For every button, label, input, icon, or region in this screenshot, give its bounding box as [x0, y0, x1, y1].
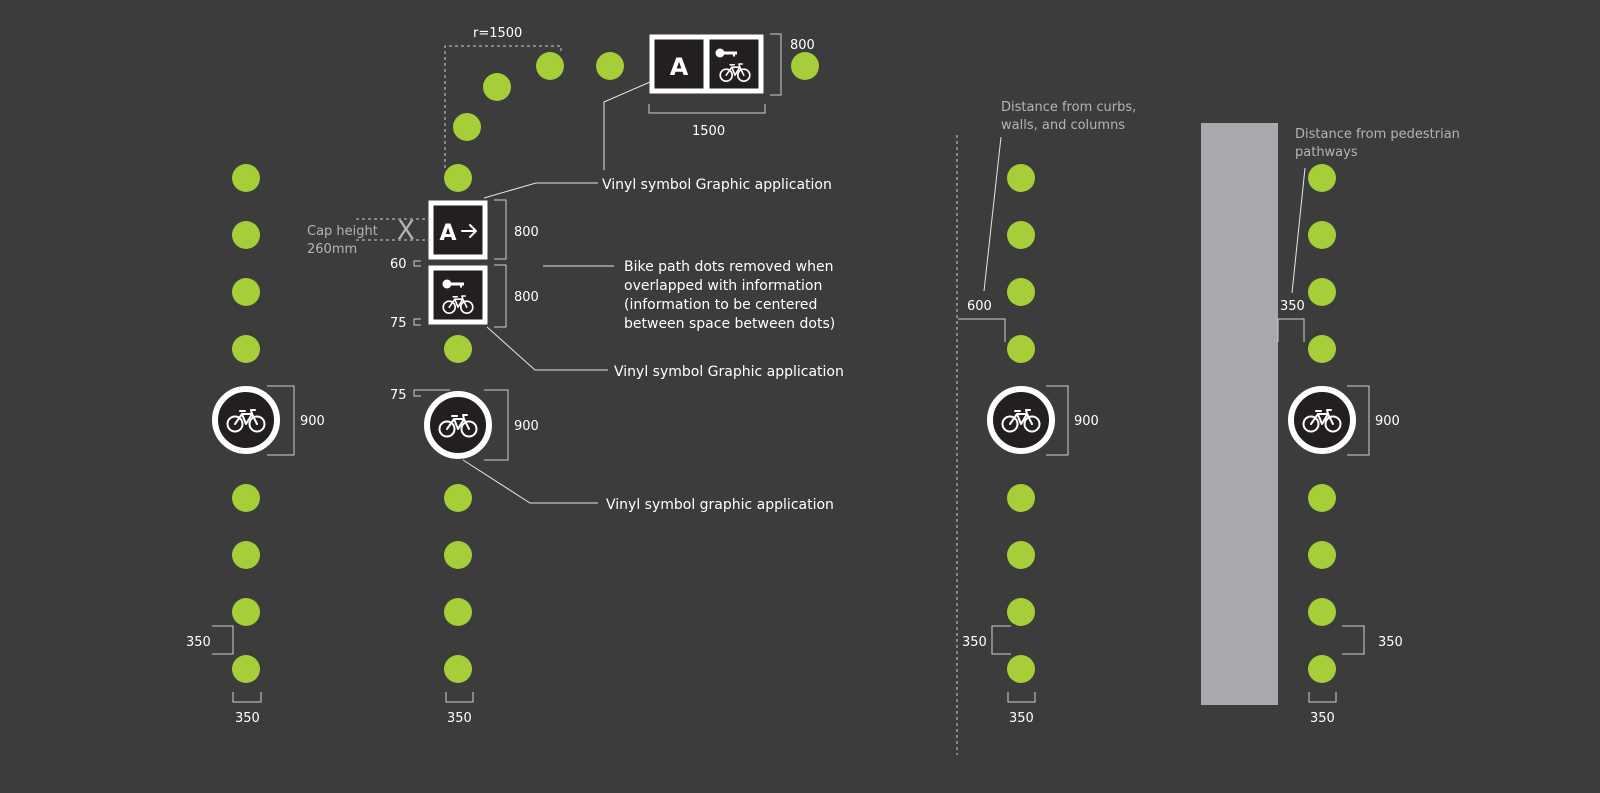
- dim-350: 350: [962, 635, 987, 650]
- path-dot: [1308, 598, 1336, 626]
- callout-bike-removed-3: (information to be centered: [624, 297, 817, 313]
- path-dot: [232, 655, 260, 683]
- dim-350: 350: [1009, 711, 1034, 726]
- dim-350: 350: [447, 711, 472, 726]
- pedestrian-pathway: [1201, 123, 1278, 705]
- sign-letter: A: [670, 53, 689, 81]
- dim-900: 900: [1074, 414, 1099, 429]
- path-dot: [444, 484, 472, 512]
- bike-symbol-1: [212, 386, 280, 454]
- dim-900: 900: [514, 419, 539, 434]
- sign-letter: A: [439, 221, 456, 246]
- path-dot: [232, 278, 260, 306]
- callout-vinyl-top: Vinyl symbol Graphic application: [602, 177, 832, 193]
- path-dot: [1308, 335, 1336, 363]
- callout-bike-removed-4: between space between dots): [624, 316, 835, 332]
- dim-350: 350: [1280, 299, 1305, 314]
- cap-height-x: X: [397, 216, 415, 246]
- path-dot: [232, 221, 260, 249]
- callout-bike-removed-1: Bike path dots removed when: [624, 259, 833, 275]
- bike-symbol-3: [987, 386, 1055, 454]
- path-dot: [1308, 164, 1336, 192]
- path-dot: [1007, 221, 1035, 249]
- path-dot: [444, 335, 472, 363]
- top-sign-pair: A: [649, 34, 764, 94]
- cap-height-label: Cap height: [307, 224, 378, 239]
- path-dot: [1308, 278, 1336, 306]
- path-dot: [1007, 541, 1035, 569]
- path-dot: [444, 541, 472, 569]
- bike-symbol-2: [424, 391, 492, 459]
- dim-350: 350: [1310, 711, 1335, 726]
- path-dot: [444, 598, 472, 626]
- callout-vinyl-bottom: Vinyl symbol graphic application: [606, 497, 834, 513]
- path-dot: [232, 484, 260, 512]
- dim-900: 900: [300, 414, 325, 429]
- dim-600: 600: [967, 299, 992, 314]
- dim-800: 800: [514, 290, 539, 305]
- path-dot: [1007, 164, 1035, 192]
- path-dot: [232, 164, 260, 192]
- path-dot: [444, 655, 472, 683]
- path-dot: [1308, 484, 1336, 512]
- bike-symbol-4: [1288, 386, 1356, 454]
- path-dot: [1007, 655, 1035, 683]
- path-dot: [444, 164, 472, 192]
- path-dot: [1007, 278, 1035, 306]
- path-dot: [232, 598, 260, 626]
- dim-800: 800: [514, 225, 539, 240]
- cap-height-value: 260mm: [307, 242, 357, 257]
- path-dot: [1007, 335, 1035, 363]
- path-dot: [453, 113, 481, 141]
- path-dot: [1007, 484, 1035, 512]
- dim-75: 75: [390, 316, 407, 331]
- dim-350: 350: [186, 635, 211, 650]
- path-dot: [483, 73, 511, 101]
- note-curbs-2: walls, and columns: [1001, 118, 1125, 133]
- key-bike-sign: [428, 265, 488, 325]
- arrow-right-icon: [461, 224, 477, 238]
- dim-60: 60: [390, 257, 407, 272]
- dot-column-1: [232, 164, 260, 683]
- path-dot: [1308, 655, 1336, 683]
- radius-label: r=1500: [473, 26, 522, 41]
- path-dot: [232, 335, 260, 363]
- path-dot: [1308, 541, 1336, 569]
- note-pedestrian-2: pathways: [1295, 145, 1358, 160]
- dim-800: 800: [790, 38, 815, 53]
- callout-vinyl-mid: Vinyl symbol Graphic application: [614, 364, 844, 380]
- dot-column-4: [1308, 164, 1336, 683]
- dot-column-3: [1007, 164, 1035, 683]
- callout-bike-removed-2: overlapped with information: [624, 278, 822, 294]
- path-dot: [232, 541, 260, 569]
- path-dot: [1007, 598, 1035, 626]
- path-dot: [791, 52, 819, 80]
- dim-900: 900: [1375, 414, 1400, 429]
- note-pedestrian-1: Distance from pedestrian: [1295, 127, 1460, 142]
- letter-arrow-sign: A: [428, 200, 488, 260]
- path-dot: [1308, 221, 1336, 249]
- dim-1500: 1500: [692, 124, 725, 139]
- note-curbs-1: Distance from curbs,: [1001, 100, 1136, 115]
- path-dot: [596, 52, 624, 80]
- dot-column-2: [444, 52, 819, 683]
- dim-350: 350: [1378, 635, 1403, 650]
- dim-350: 350: [235, 711, 260, 726]
- path-dot: [536, 52, 564, 80]
- dim-75: 75: [390, 388, 407, 403]
